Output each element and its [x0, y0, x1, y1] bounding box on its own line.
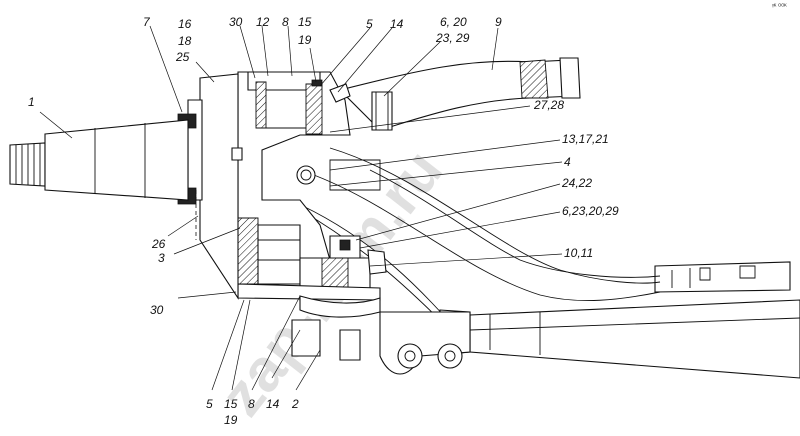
callout-labels: 7 16 18 25 30 12 8 15 19 5 14 6, 20 23, … [28, 15, 619, 427]
upper-bearing [247, 71, 351, 135]
leader-lines [39, 25, 563, 391]
label-12: 12 [256, 15, 270, 29]
corner-mark: ᵞᴷ ᴼᴼᴷ [772, 3, 787, 10]
label-15-bottom: 15 [224, 397, 238, 411]
label-14-top: 14 [390, 17, 404, 31]
label-3: 3 [158, 251, 165, 265]
steering-arm [338, 57, 581, 131]
label-24-22: 24,22 [561, 176, 592, 190]
label-8-top: 8 [282, 15, 289, 29]
label-5-top: 5 [366, 17, 373, 31]
axle-beam [439, 261, 800, 379]
label-26: 26 [151, 237, 166, 251]
label-14-bottom: 14 [266, 397, 280, 411]
label-2: 2 [291, 397, 299, 411]
label-19-bottom: 19 [224, 413, 238, 427]
label-30-top: 30 [229, 15, 243, 29]
lever-curves [289, 147, 661, 346]
label-18: 18 [178, 34, 192, 48]
label-27-28: 27,28 [533, 98, 564, 112]
label-19-top: 19 [298, 33, 312, 47]
spindle [9, 119, 189, 201]
label-15-top: 15 [298, 15, 312, 29]
label-5-bottom: 5 [206, 397, 213, 411]
label-6-20: 6, 20 [440, 15, 467, 29]
label-6-23-20-29: 6,23,20,29 [562, 204, 619, 218]
label-1: 1 [28, 95, 35, 109]
label-8-bottom: 8 [248, 397, 255, 411]
label-13-17-21: 13,17,21 [562, 132, 609, 146]
lower-link [379, 311, 471, 375]
label-7: 7 [143, 15, 151, 29]
label-10-11: 10,11 [564, 246, 593, 260]
label-30-bottom: 30 [150, 303, 164, 317]
label-9: 9 [495, 15, 502, 29]
label-4: 4 [564, 155, 571, 169]
label-25: 25 [175, 50, 190, 64]
label-23-29: 23, 29 [435, 31, 470, 45]
label-16: 16 [178, 17, 192, 31]
